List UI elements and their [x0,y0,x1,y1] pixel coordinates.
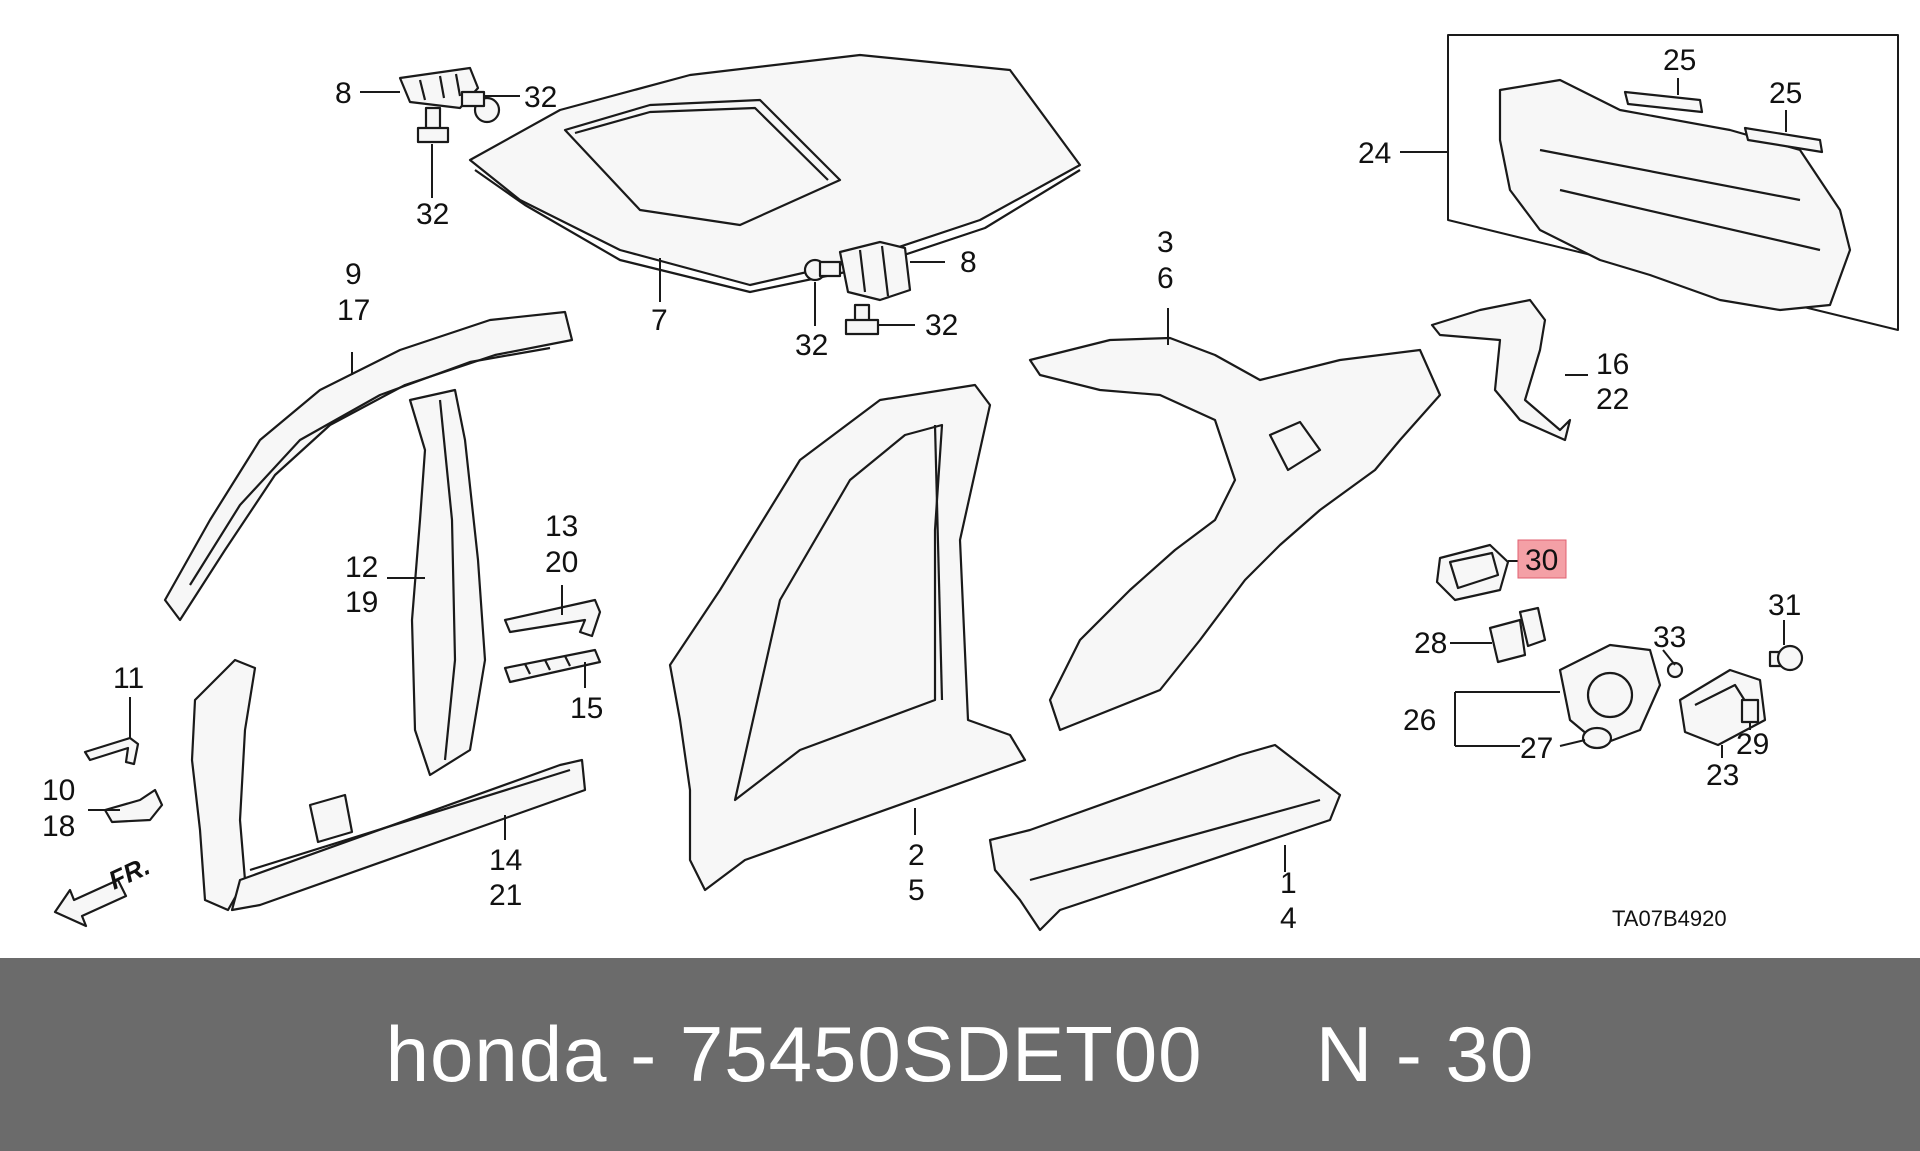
callout-18: 18 [42,810,75,843]
callout-14: 14 [489,844,522,877]
parts-diagram: FR. 8 32 [42,34,1899,935]
center-pillar [408,388,487,777]
part-number-caption: honda - 75450SDET00 N - 30 [385,1010,1535,1098]
bracket-10 [103,788,164,824]
screw-33 [1666,661,1684,679]
rear-quarter-panel [1028,336,1442,732]
bracket-15 [503,648,602,684]
callout-27: 27 [1520,732,1553,765]
bolt-mid-1 [803,258,842,282]
fuel-filler-base-26 [1558,643,1662,747]
callout-19: 19 [345,586,378,619]
fuel-lid-housing-30 [1435,543,1510,602]
callout-28: 28 [1414,627,1447,660]
wheel-arch-inner [1430,298,1572,442]
side-sill-outer [988,743,1342,932]
callout-22: 22 [1596,383,1629,416]
front-direction-arrow: FR. [53,851,155,928]
callout-9: 9 [345,258,362,291]
callout-29: 29 [1736,728,1769,761]
callout-10: 10 [42,774,75,807]
callout-30: 30 [1525,544,1558,577]
callout-17: 17 [337,294,370,327]
callout-20: 20 [545,546,578,579]
outer-side-front [668,383,1027,892]
front-pillar-inner [190,658,587,912]
caption-bar: honda - 75450SDET00 N - 30 [0,958,1920,1151]
stopper-29 [1740,698,1760,724]
roof-side-rail [163,310,574,622]
callout-25-right: 25 [1769,77,1802,110]
callout-21: 21 [489,879,522,912]
callout-31: 31 [1768,589,1801,622]
callout-23: 23 [1706,759,1739,792]
callout-26: 26 [1403,704,1436,737]
callout-33: 33 [1653,621,1686,654]
callout-24: 24 [1358,137,1391,170]
roof-bracket-rear [838,240,912,302]
callout-32-top-right: 32 [524,81,557,114]
bolt-mid-2 [844,303,880,336]
callout-25-left: 25 [1663,44,1696,77]
bolt-top-2 [416,106,450,144]
callout-6: 6 [1157,262,1174,295]
bolt-top-1 [460,90,501,124]
callout-16: 16 [1596,348,1629,381]
fuel-lid-actuator-28 [1488,606,1547,664]
callout-11: 11 [113,662,144,695]
callout-32-top-below: 32 [416,198,449,231]
callout-labels: 8 32 32 7 8 32 32 9 17 12 19 13 20 15 11… [42,44,1802,935]
bracket-11 [83,736,140,766]
callout-30-highlight [1517,539,1567,579]
callout-1: 1 [1280,867,1297,900]
callout-13: 13 [545,510,578,543]
roof-panel [468,53,1082,294]
callout-8-mid: 8 [960,246,977,279]
bracket-13 [503,598,602,638]
callout-32-mid-left: 32 [795,329,828,362]
drawing-code: TA07B4920 [1612,906,1727,931]
callout-15: 15 [570,692,603,725]
callout-4: 4 [1280,902,1297,935]
callout-12: 12 [345,551,378,584]
grommet-27 [1581,726,1613,750]
callout-8-top: 8 [335,77,352,110]
callout-32-mid-right: 32 [925,309,958,342]
leader-lines [88,78,1787,872]
diagram-canvas: FR. 8 32 [42,34,1899,935]
callout-2: 2 [908,839,925,872]
bolt-31 [1768,644,1804,672]
callout-5: 5 [908,874,925,907]
callout-7: 7 [651,304,668,337]
rear-panel-box [1447,34,1899,331]
callout-3: 3 [1157,226,1174,259]
